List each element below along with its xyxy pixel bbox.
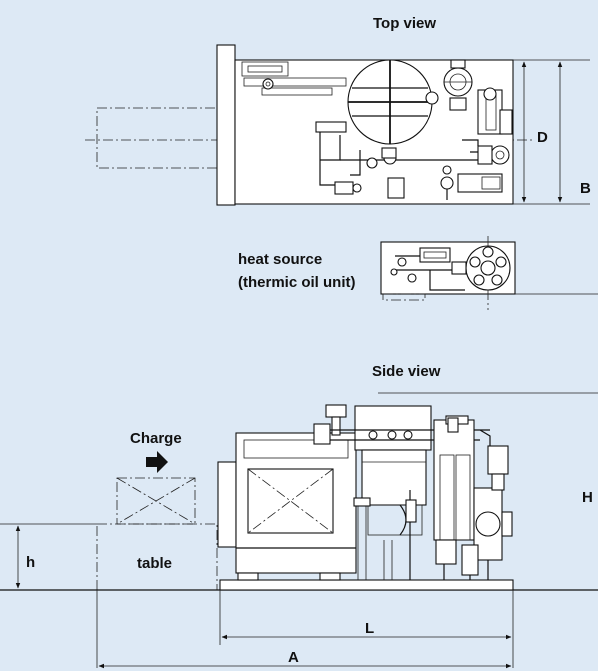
side-view: Side view Charge table [0, 363, 598, 669]
top-view-title: Top view [373, 15, 436, 32]
charge-arrow-icon [146, 451, 168, 473]
table [96, 523, 218, 591]
top-door-plate [216, 44, 236, 206]
charge-label: Charge [130, 430, 182, 447]
dim-h-lower-label: h [26, 554, 35, 571]
side-chamber [217, 432, 357, 581]
top-view: Top view [85, 15, 591, 206]
heat-source: heat source (thermic oil unit) [238, 236, 598, 310]
heat-source-label-line2: (thermic oil unit) [238, 274, 356, 291]
dim-b-label: B [580, 180, 591, 197]
table-label: table [137, 555, 172, 572]
top-pump [443, 59, 473, 111]
side-base [219, 579, 514, 591]
top-chamber [347, 59, 433, 145]
dim-a-label: A [288, 649, 299, 666]
dim-h-upper-label: H [582, 489, 593, 506]
heat-source-label-line1: heat source [238, 251, 322, 268]
side-right-column [433, 415, 513, 580]
side-view-title: Side view [372, 363, 441, 380]
dim-l-label: L [365, 620, 374, 637]
top-right-equipment [425, 87, 513, 200]
top-load-area [96, 107, 218, 169]
side-middle-box [361, 449, 427, 506]
side-top-tank [354, 405, 432, 451]
dim-d-label: D [537, 129, 548, 146]
